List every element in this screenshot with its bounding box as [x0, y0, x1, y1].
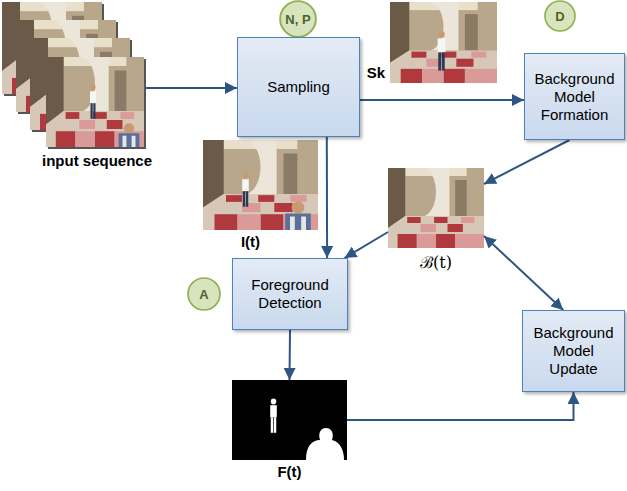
- current-frame-photo: [203, 140, 318, 230]
- process-box: Sampling: [237, 37, 360, 137]
- parameter-badge: D: [544, 0, 576, 32]
- arrow-connector: [289, 330, 292, 380]
- image-caption: F(t): [277, 463, 301, 480]
- frame-stack: [2, 2, 146, 149]
- parameter-badge: A: [187, 277, 221, 311]
- circle-shape: [188, 278, 220, 310]
- seated-person: [119, 123, 140, 147]
- arrow-connector: [345, 232, 389, 258]
- badge-label: D: [555, 9, 564, 24]
- mask-ground: [232, 380, 347, 460]
- image-caption: ℬ(t): [420, 251, 452, 273]
- arrow-connector: [146, 87, 237, 89]
- badge-label: A: [199, 287, 208, 302]
- walking-person: [438, 31, 446, 71]
- box-label: Foreground Detection: [241, 276, 339, 312]
- sample-photo: [390, 2, 497, 83]
- process-box: Foreground Detection: [232, 258, 348, 330]
- mask-person: [270, 399, 277, 433]
- walking-person: [242, 173, 249, 207]
- arrow-connector: [360, 99, 524, 101]
- image-caption: input sequence: [42, 152, 152, 169]
- photo: [388, 168, 484, 248]
- process-box: Background Model Formation: [524, 53, 625, 140]
- box-label: Sampling: [267, 78, 330, 96]
- photo: [203, 140, 318, 230]
- photo: [390, 2, 497, 83]
- foreground-mask: [232, 380, 347, 460]
- sample-image: Sk: [390, 2, 497, 83]
- circle-shape: [545, 1, 575, 31]
- input-frames: input sequence: [2, 2, 146, 149]
- seated-person: [285, 202, 311, 231]
- background-photo: [388, 168, 484, 248]
- box-label: Background Model Formation: [533, 70, 616, 124]
- image-caption: I(t): [241, 233, 260, 250]
- mask-image: F(t): [232, 380, 347, 460]
- parameter-badge: N, P: [279, 0, 317, 38]
- process-box: Background Model Update: [522, 310, 625, 392]
- badge-label: N, P: [285, 12, 310, 27]
- background-image: ℬ(t): [388, 168, 484, 248]
- walking-person: [90, 85, 96, 119]
- mask-blob: [306, 428, 344, 460]
- frame-image: I(t): [203, 140, 318, 230]
- arrow-connector: [484, 140, 570, 184]
- arrow-connector: [347, 392, 574, 420]
- video-frame: [46, 57, 144, 147]
- arrow-connector: [484, 236, 563, 310]
- image-caption: Sk: [367, 64, 385, 81]
- box-label: Background Model Update: [531, 324, 616, 378]
- arrow-connector: [326, 137, 328, 258]
- circle-shape: [280, 1, 316, 37]
